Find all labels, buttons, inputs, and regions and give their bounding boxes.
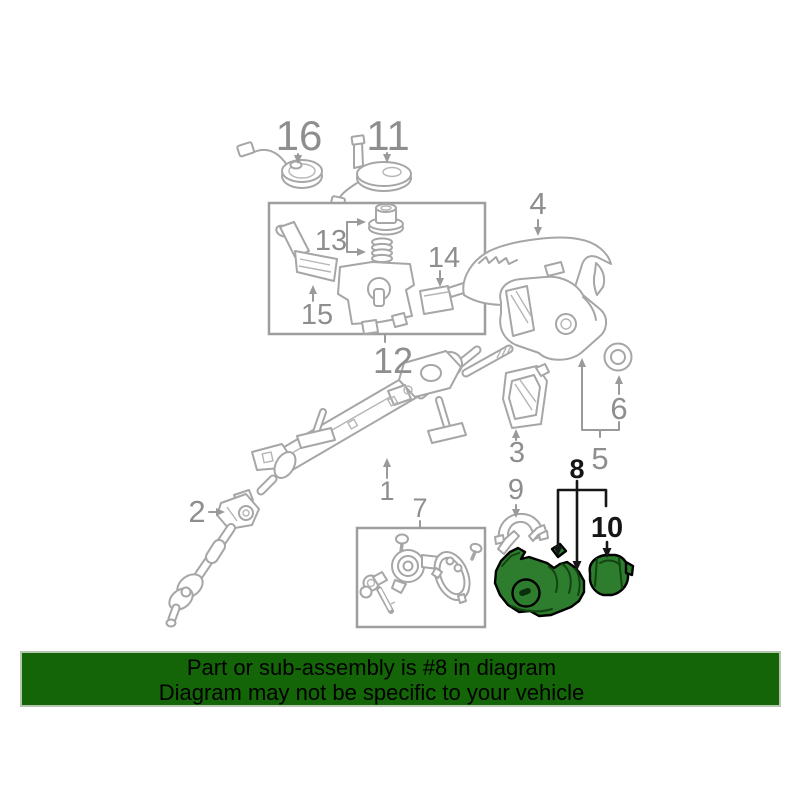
part-6-ring bbox=[603, 342, 633, 372]
arrow-4 bbox=[534, 227, 542, 236]
part-label-12: 12 bbox=[373, 340, 413, 381]
part-label-16: 16 bbox=[276, 112, 323, 159]
part-10-ignition-switch-highlighted bbox=[588, 553, 635, 597]
part-label-15: 15 bbox=[301, 299, 333, 331]
small-lever-parts bbox=[497, 524, 547, 555]
part-12-switch-body bbox=[337, 261, 415, 335]
part-3-bracket bbox=[502, 363, 550, 429]
part-16-spiral-cable bbox=[236, 141, 323, 189]
callouts: 16 11 13 14 15 12 4 6 5 3 9 1 bbox=[188, 112, 628, 571]
part-7-lock-set bbox=[359, 533, 483, 614]
arrow-6 bbox=[615, 375, 623, 384]
part-11-angle-sensor bbox=[328, 134, 412, 214]
arrow-3 bbox=[512, 429, 520, 438]
part-label-2: 2 bbox=[188, 494, 205, 529]
arrow-11 bbox=[383, 154, 391, 163]
part-label-5: 5 bbox=[591, 441, 608, 476]
part-5-lower-column-cover bbox=[499, 275, 607, 361]
part-label-8-highlighted: 8 bbox=[569, 454, 584, 484]
arrow-16 bbox=[294, 155, 302, 164]
arrow-14 bbox=[436, 278, 444, 287]
part-label-6: 6 bbox=[610, 391, 627, 426]
part-label-1: 1 bbox=[379, 476, 394, 506]
arrow-2 bbox=[216, 508, 225, 516]
part-label-7: 7 bbox=[412, 493, 427, 523]
bracket-5 bbox=[581, 363, 620, 438]
arrow-1 bbox=[383, 458, 391, 467]
part-8-steering-lock-housing-highlighted bbox=[493, 542, 586, 618]
part-15-turn-signal-stalk bbox=[275, 221, 338, 282]
part-label-9: 9 bbox=[508, 474, 524, 506]
arrow-15 bbox=[309, 285, 317, 294]
part-label-3: 3 bbox=[509, 437, 525, 469]
bracket-8 bbox=[556, 479, 608, 564]
part-label-14: 14 bbox=[428, 242, 460, 274]
arrow-9 bbox=[512, 509, 520, 518]
banner-line1: Part or sub-assembly is #8 in diagram bbox=[186, 655, 557, 680]
arrow-10 bbox=[602, 548, 612, 558]
part-label-4: 4 bbox=[529, 186, 546, 221]
banner-text: Part or sub-assembly is #8 in diagram Di… bbox=[22, 653, 779, 705]
part-label-11: 11 bbox=[366, 112, 410, 159]
part-label-13: 13 bbox=[315, 225, 347, 257]
part-1-steering-column bbox=[251, 344, 514, 496]
highlight-banner: Part or sub-assembly is #8 in diagram Di… bbox=[20, 651, 781, 707]
part-13-cap-and-spring bbox=[368, 203, 404, 264]
part-2-intermediate-shaft bbox=[165, 489, 260, 628]
part-label-10-highlighted: 10 bbox=[591, 512, 623, 544]
banner-line2: Diagram may not be specific to your vehi… bbox=[158, 680, 585, 705]
